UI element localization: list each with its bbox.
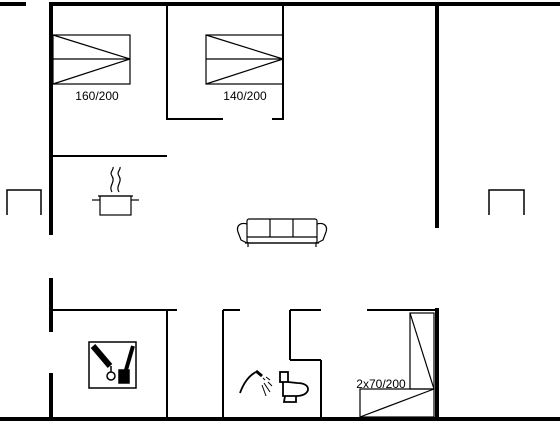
bed-left: [52, 34, 131, 85]
bunk-bed-icon: [359, 312, 435, 418]
shower-icon: [239, 369, 273, 397]
bed-right: [205, 34, 284, 85]
utility-room-icon: [88, 341, 137, 389]
bed-right-label: 140/200: [223, 89, 267, 103]
toilet-icon: [279, 371, 309, 403]
bed-left-label: 160/200: [75, 89, 119, 103]
bunk-bed-label: 2x70/200: [356, 377, 406, 391]
window-left-icon: [6, 189, 42, 215]
window-right-icon: [488, 189, 525, 215]
interior-walls: [51, 4, 437, 419]
sofa-icon: [236, 218, 328, 247]
cooking-pot-icon: [92, 166, 139, 216]
